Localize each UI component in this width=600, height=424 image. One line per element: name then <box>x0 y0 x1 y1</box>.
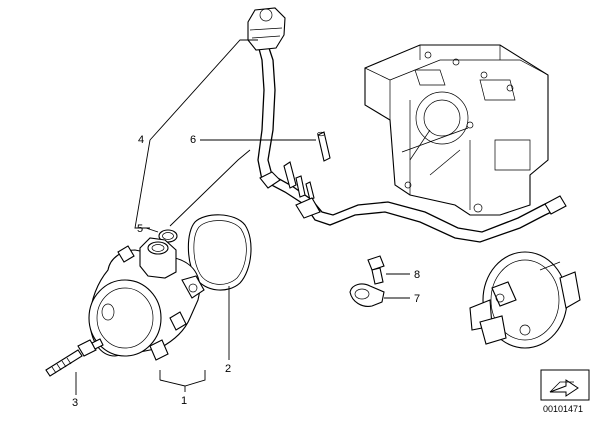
vacuum-pump-1 <box>88 237 205 361</box>
callout-1: 1 <box>181 395 187 407</box>
bolt-8 <box>367 255 385 285</box>
callout-3: 3 <box>72 397 78 409</box>
o-ring-5 <box>158 229 178 243</box>
engine-block <box>364 44 549 216</box>
hose-tee-junction <box>259 161 321 219</box>
callout-6: 6 <box>190 134 196 146</box>
hose-piece-6 <box>317 131 331 162</box>
callout-8: 8 <box>414 269 420 281</box>
gasket-2 <box>187 214 252 291</box>
diagram-number: 00101471 <box>543 404 583 414</box>
vacuum-hose <box>257 44 567 243</box>
hose-connector-top <box>247 7 286 51</box>
callout-7: 7 <box>414 293 420 305</box>
hose-clamp-7 <box>349 283 385 307</box>
stud-bolt-3 <box>45 338 104 377</box>
callout-2: 2 <box>225 363 231 375</box>
brake-booster <box>469 251 581 349</box>
callout-5: 5 <box>137 223 143 235</box>
leader-lines <box>75 39 469 395</box>
arrow-right-icon[interactable] <box>540 369 590 401</box>
callout-4: 4 <box>138 134 144 146</box>
